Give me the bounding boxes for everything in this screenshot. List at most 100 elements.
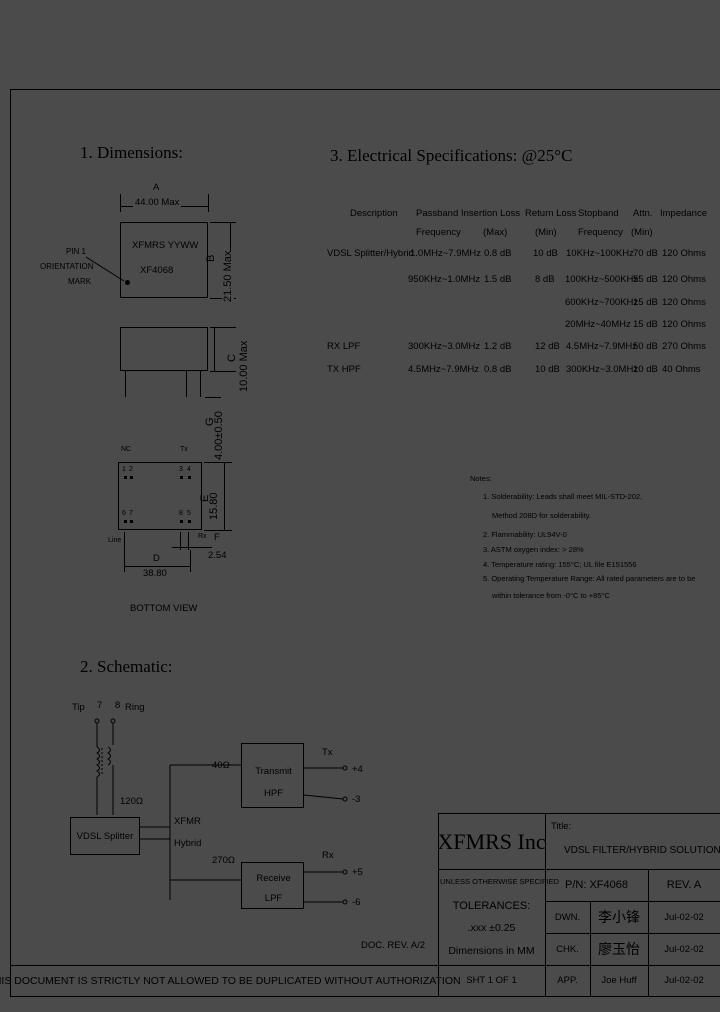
dim-f-ext-right [188,532,189,550]
dwn-label: DWN. [554,911,581,923]
side-lead-2 [186,371,187,397]
dim-g-ext-bottom [205,397,221,398]
sch-out-m6: -6 [352,897,361,908]
pin-hole-4 [188,476,191,479]
spec-cell: 1.0MHz~7.9MHz [410,248,482,259]
sch-pin8: 8 [115,700,121,711]
transmit-hpf-block: Transmit HPF [241,743,304,808]
chk-signature: 廖玉怡 [598,942,640,958]
tb-vline-names [590,901,591,996]
chk-date: Jul-02-02 [664,943,704,955]
pin-hole-5 [188,520,191,523]
hdr-stopband-1: Stopband [578,208,619,219]
sch-tx: Tx [322,747,333,758]
pin-6: 6 [122,510,126,517]
spec-cell: 20MHz~40MHz [565,319,631,330]
dim-e-value: 15.80 [208,492,220,520]
tb-line-1 [438,869,720,870]
spec-cell: 10 dB [535,364,560,375]
spec-cell: 600KHz~700KHz [565,297,639,308]
label-nc: NC [121,446,132,453]
app-name: Joe Huff [601,975,637,986]
spec-cell: 1.5 dB [484,274,512,285]
side-lead-1 [125,371,126,397]
frame-top-line [10,89,720,90]
copyright-footer: THIS DOCUMENT IS STRICTLY NOT ALLOWED TO… [0,974,461,987]
pin-hole-8 [180,520,183,523]
title-label: Title: [551,821,572,832]
hdr-description: Description [350,208,398,219]
pin-5: 5 [187,510,191,517]
sch-r120: 120Ω [120,796,143,807]
note-2: 2. Flammability: UL94V-0 [483,530,567,539]
dim-f-ext-left [180,532,181,550]
hdr-impedance: Impedance [660,208,708,219]
dim-c-line [214,327,215,371]
receive-label-1: Receive [256,873,291,884]
spec-cell: 100KHz~500KHz [565,274,639,285]
spec-cell: 10 dB [533,248,558,259]
dim-d-ext-right [190,550,191,572]
dim-b-value: 21.50 Max [222,250,234,302]
component-top-outline [120,222,208,298]
hdr-passband-2: Frequency [416,227,461,238]
spec-cell: 120 Ohms [662,297,706,308]
revision: REV. A [666,879,702,891]
dimensions-heading: 1. Dimensions: [80,143,183,162]
spec-cell: 55 dB [633,274,658,285]
app-date: Jul-02-02 [664,975,704,986]
note-3: 3. ASTM oxygen index: > 28% [483,545,584,554]
vdsl-splitter-label: VDSL Splitter [76,830,134,842]
component-side-outline [120,327,208,371]
note-5b: within tolerance from -0°C to +85°C [492,591,610,600]
hdr-insertion-1: Insertion Loss [461,208,521,219]
note-4: 4. Temperature rating: 155°C; UL file E1… [483,560,637,569]
dim-c-ext-bottom [210,371,236,372]
dim-e-ext-bottom [204,530,232,531]
pin1-mark-dot [125,280,130,285]
spec-cell: 12 dB [535,341,560,352]
pin-4: 4 [187,466,191,473]
spec-cell: 15 dB [633,319,658,330]
spec-cell: VDSL Splitter/Hybrid [327,248,414,259]
dim-b-label: B [205,254,217,262]
sch-pin7: 7 [97,700,103,711]
spec-cell: 950KHz~1.0MHz [408,274,481,285]
sch-xfmr-2: Hybrid [174,838,202,849]
receive-label-2: LPF [264,893,283,904]
dwn-date: Jul-02-02 [664,911,704,923]
pin1-leader [86,256,125,282]
sch-tip: Tip [72,702,85,713]
marking-line-1: XFMRS YYWW [132,240,199,251]
spec-cell: 120 Ohms [662,319,706,330]
tolerance-3: .xxx ±0.25 [467,922,516,934]
hdr-stopband-2: Frequency [578,227,623,238]
transmit-label-2: HPF [264,788,283,799]
spec-cell: 300KHz~3.0MHz [566,364,639,375]
pin-hole-1 [124,476,127,479]
sch-out-p5: +5 [352,867,363,878]
pin1-label-1: PIN 1 [66,247,87,256]
pin-hole-2 [130,476,133,479]
bottom-view-caption: BOTTOM VIEW [130,603,198,614]
label-line: Line [108,537,122,544]
receive-lpf-block: Receive LPF [241,862,304,909]
dim-g-value: 4.00±0.50 [213,411,225,460]
spec-cell: 15 dB [633,297,658,308]
hdr-attn-2: (Min) [631,227,653,238]
tb-line-4 [10,965,720,966]
spec-cell: 120 Ohms [662,274,706,285]
schematic-wiring [94,718,348,905]
hdr-passband-1: Passband [416,208,459,219]
dim-a-ext-left [120,194,121,212]
spec-cell: 1.2 dB [484,341,512,352]
dim-f-label: F [214,532,220,543]
sch-rx: Rx [322,850,334,861]
dim-c-ext-top [210,327,236,328]
sheet-number: SHT 1 OF 1 [466,975,517,986]
dwn-signature: 李小锋 [598,910,640,926]
spec-cell: 0.8 dB [484,364,512,375]
tb-vline-left [438,813,439,996]
spec-cell: RX LPF [327,341,361,352]
tb-vline-mid [545,813,546,996]
